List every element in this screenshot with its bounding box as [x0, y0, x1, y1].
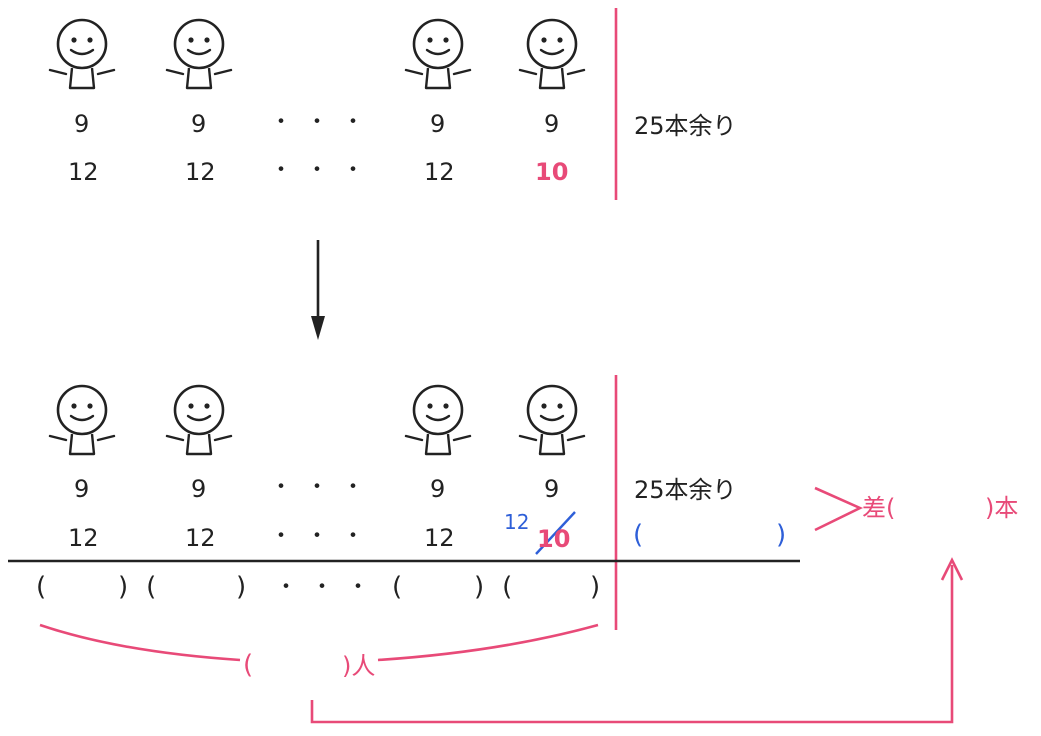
bottom-value-5: 9 — [544, 475, 560, 503]
bottom-second-4: 12 — [424, 524, 455, 552]
smiley-person-icon — [48, 384, 116, 456]
bottom-value-4: 9 — [430, 475, 446, 503]
bottom-value-2: 9 — [191, 475, 207, 503]
remainder-blank-open: ( — [633, 520, 644, 550]
top-second-2: 12 — [185, 158, 216, 186]
bottom-ellipsis: ・・・ — [270, 475, 379, 500]
difference-suffix: )本 — [985, 494, 1019, 522]
brace-people — [377, 623, 599, 662]
brace-people — [39, 623, 241, 662]
answer-paren: ) — [590, 572, 601, 602]
smiley-person-icon — [404, 384, 472, 456]
bottom-second-2: 12 — [185, 524, 216, 552]
top-remainder: 25本余り — [634, 112, 737, 140]
top-value-4: 9 — [430, 110, 446, 138]
answer-paren: ( — [392, 572, 403, 602]
difference-prefix: 差( — [862, 494, 896, 522]
top-ellipsis-2: ・・・ — [270, 158, 379, 183]
smiley-person-icon — [518, 384, 586, 456]
bottom-remainder: 25本余り — [634, 476, 737, 504]
top-second-4: 12 — [424, 158, 455, 186]
answer-paren: ) — [236, 572, 247, 602]
smiley-person-icon — [404, 18, 472, 90]
top-ellipsis: ・・・ — [270, 110, 379, 135]
top-value-2: 9 — [191, 110, 207, 138]
strike-mark — [535, 511, 576, 555]
top-second-5-highlight: 10 — [535, 158, 569, 186]
bottom-second-1: 12 — [68, 524, 99, 552]
smiley-person-icon — [48, 18, 116, 90]
smiley-person-icon — [518, 18, 586, 90]
answer-paren: )( — [118, 572, 175, 602]
smiley-person-icon — [165, 18, 233, 90]
answer-paren: )( — [474, 572, 531, 602]
difference-bracket — [814, 486, 864, 532]
bottom-value-1: 9 — [74, 475, 90, 503]
person-row-top — [48, 18, 586, 90]
remainder-blank-close: ) — [776, 520, 787, 550]
top-value-5: 9 — [544, 110, 560, 138]
up-arrow-icon — [310, 557, 964, 724]
answer-paren: ( — [36, 572, 47, 602]
bottom-ellipsis-2: ・・・ — [270, 524, 379, 549]
down-arrow-icon — [311, 240, 325, 340]
person-row-bottom — [48, 384, 586, 456]
people-count-open: ( — [243, 650, 254, 680]
top-second-1: 12 — [68, 158, 99, 186]
struck-value: 10 — [537, 525, 571, 553]
answer-ellipsis: ・・・ — [275, 575, 384, 600]
people-count-close: )人 — [342, 652, 376, 680]
top-value-1: 9 — [74, 110, 90, 138]
corrected-value: 12 — [504, 510, 530, 534]
smiley-person-icon — [165, 384, 233, 456]
